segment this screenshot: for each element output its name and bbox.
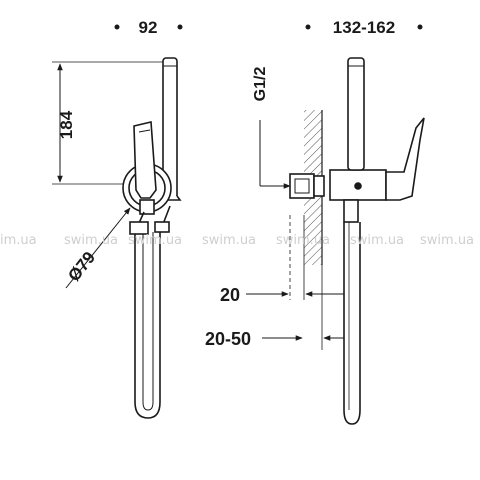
range-dimension: 20-50 xyxy=(205,329,344,349)
watermark-text: swim.ua xyxy=(350,233,404,248)
wall-connector xyxy=(289,173,325,199)
height-dimension: 184 xyxy=(52,61,170,185)
watermark-text: swim.ua xyxy=(420,233,474,248)
front-view: 92 184 xyxy=(52,18,183,419)
watermark-text: swim.ua xyxy=(128,233,182,248)
offset-dim-label: 20 xyxy=(220,285,240,305)
diameter-dimension: Ø79 xyxy=(64,207,131,289)
watermark-text: swim.ua xyxy=(276,233,330,248)
hose-side xyxy=(343,199,361,425)
side-view: 132-162 G1/2 xyxy=(205,18,425,425)
lever-handle xyxy=(133,121,157,199)
reference-lines xyxy=(289,215,323,350)
watermark-text: im.ua xyxy=(0,233,37,248)
hand-shower-side xyxy=(347,57,365,171)
height-dim-label: 184 xyxy=(57,110,76,139)
watermark-text: swim.ua xyxy=(202,233,256,248)
hose-front xyxy=(129,205,171,419)
width-dimension: 92 xyxy=(114,18,183,37)
offset-dimension: 20 xyxy=(220,285,344,305)
lever-side xyxy=(385,117,425,201)
watermark-text: swim.ua xyxy=(64,233,118,248)
mixer-side xyxy=(329,117,425,201)
watermark-row: im.ua swim.ua swim.ua swim.ua swim.ua sw… xyxy=(0,233,474,248)
projection-dim-label: 132-162 xyxy=(333,18,395,37)
projection-dimension: 132-162 xyxy=(305,18,423,37)
range-dim-label: 20-50 xyxy=(205,329,251,349)
thread-label: G1/2 xyxy=(252,67,269,102)
mixer-front xyxy=(122,121,172,215)
width-dim-label: 92 xyxy=(139,18,158,37)
thread-callout: G1/2 xyxy=(252,67,291,189)
